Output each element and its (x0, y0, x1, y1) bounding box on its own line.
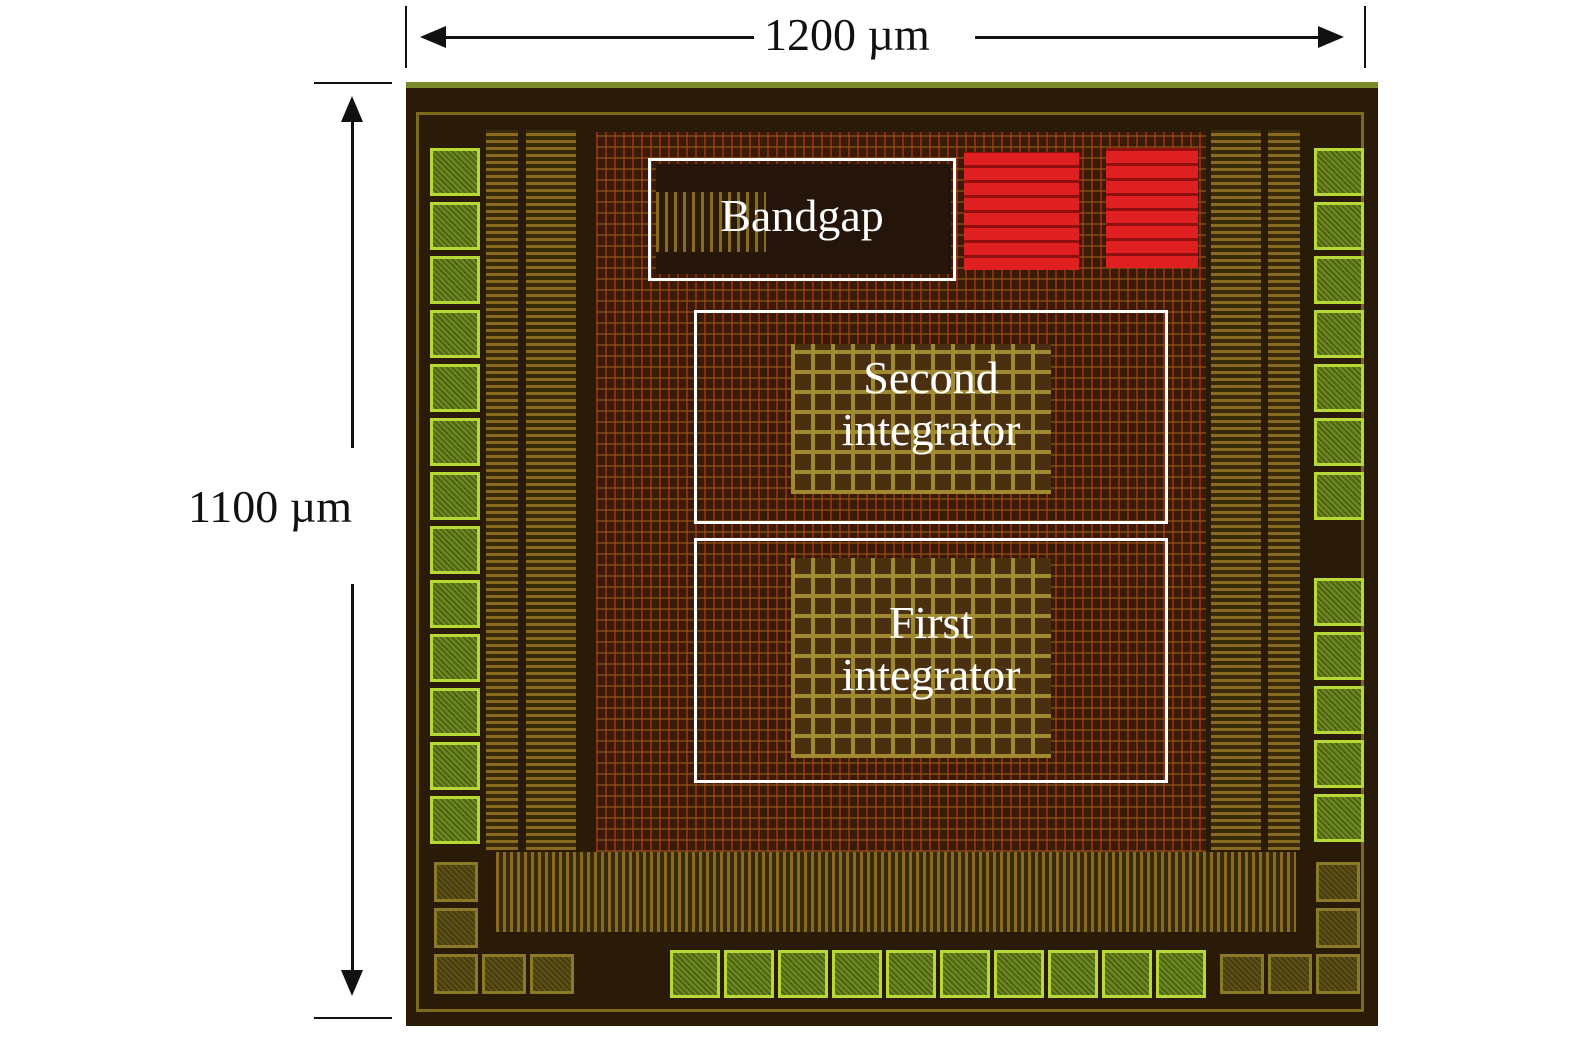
io-pad (778, 950, 828, 998)
io-pad (1314, 686, 1364, 734)
io-pad (940, 950, 990, 998)
width-dimension-left-tick (405, 6, 407, 68)
io-pad (670, 950, 720, 998)
first-integrator-mesh (791, 558, 1051, 758)
io-pad (430, 364, 480, 412)
height-dimension-label: 1100 µm (188, 481, 353, 532)
io-pad (1314, 202, 1364, 250)
io-pad (1314, 310, 1364, 358)
second-integrator-label-line2: integrator (841, 403, 1021, 455)
io-pad (430, 256, 480, 304)
second-integrator-mesh (791, 344, 1051, 494)
io-pad (430, 580, 480, 628)
bottom-bus (496, 852, 1296, 932)
width-dimension-line-right (975, 36, 1320, 39)
height-dimension-line-bottom (351, 584, 354, 974)
first-integrator-block (694, 538, 1168, 783)
io-pad (430, 796, 480, 844)
width-arrow-left-icon (420, 26, 446, 48)
io-pad (430, 634, 480, 682)
height-arrow-down-icon (341, 970, 363, 996)
width-dimension-right-tick (1364, 6, 1366, 68)
first-integrator-label: First integrator (694, 597, 1168, 700)
first-integrator-label-line2: integrator (841, 648, 1021, 700)
bandgap-label: Bandgap (720, 190, 884, 241)
io-pad (1048, 950, 1098, 998)
left-bus (486, 130, 518, 850)
height-dimension-top-tick (314, 82, 392, 84)
io-pad (832, 950, 882, 998)
io-pad (430, 742, 480, 790)
io-pad (1314, 364, 1364, 412)
io-pad (1156, 950, 1206, 998)
io-pad (430, 202, 480, 250)
io-pad (1314, 418, 1364, 466)
io-pad (1314, 148, 1364, 196)
resistor-array-right (1106, 148, 1198, 268)
io-pad (1102, 950, 1152, 998)
second-integrator-block (694, 310, 1168, 524)
io-pad (724, 950, 774, 998)
first-integrator-label-line1: First (888, 597, 974, 648)
io-pad (430, 688, 480, 736)
io-pad (1314, 472, 1364, 520)
height-arrow-up-icon (341, 96, 363, 122)
io-pad (430, 526, 480, 574)
resistor-array-left (964, 152, 1079, 270)
second-integrator-label-line1: Second (863, 352, 999, 403)
height-dimension-bottom-tick (314, 1017, 392, 1019)
height-dimension-line-top (351, 120, 354, 448)
io-pad (430, 418, 480, 466)
io-pad (1314, 256, 1364, 304)
io-pad (430, 148, 480, 196)
io-pad (430, 472, 480, 520)
io-pad (1314, 578, 1364, 626)
bandgap-block (648, 158, 956, 281)
second-integrator-label: Second integrator (694, 352, 1168, 455)
width-dimension-line-left (444, 36, 754, 39)
chip-die-photo: Bandgap Second integrator First integrat… (406, 82, 1378, 1026)
io-pad (886, 950, 936, 998)
io-pad (1314, 740, 1364, 788)
io-pad (430, 310, 480, 358)
io-pad (1314, 794, 1364, 842)
io-pad (994, 950, 1044, 998)
right-bus (1211, 130, 1261, 850)
io-pad (1314, 632, 1364, 680)
width-dimension-label: 1200 µm (764, 9, 930, 60)
width-arrow-right-icon (1318, 26, 1344, 48)
